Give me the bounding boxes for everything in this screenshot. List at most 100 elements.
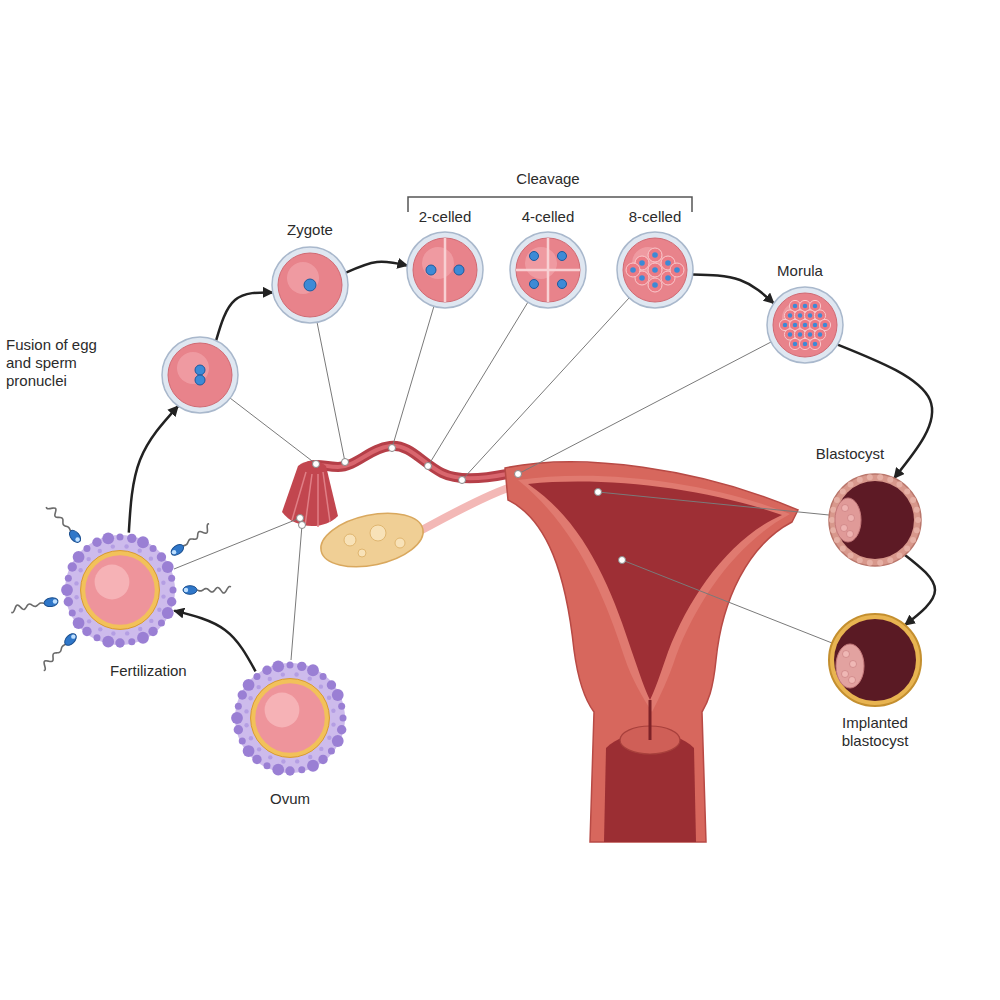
corona-cell [87, 619, 91, 623]
corona-cell [167, 597, 176, 606]
corona-cell [244, 709, 248, 713]
nucleus [652, 252, 658, 258]
inner-cell [850, 661, 857, 668]
sperm-acrosome [53, 599, 57, 603]
corona-cell [248, 696, 252, 700]
fallopian-tube-highlight [310, 446, 507, 479]
corona-cell [244, 723, 248, 727]
corona-cell [257, 747, 261, 751]
stage-label: Zygote [250, 221, 370, 239]
trophoblast-cell [904, 546, 910, 552]
stage-arrow [216, 292, 273, 340]
corona-cell [102, 532, 114, 544]
trophoblast-cell [867, 560, 873, 566]
corona-cell [137, 536, 149, 548]
blastomere [670, 263, 684, 277]
corona-cell [64, 597, 73, 606]
label-box: Cleavage [498, 170, 598, 188]
ovarian-follicle [358, 549, 366, 557]
trophoblast-cell [830, 527, 836, 533]
trophoblast-cell [904, 488, 910, 494]
trophoblast-cell [914, 507, 920, 513]
sperm-tail [197, 586, 231, 593]
blastomere [648, 278, 662, 292]
location-dot [515, 471, 522, 478]
stage-label: Morula [750, 262, 850, 280]
ovarian-follicle [344, 534, 356, 546]
corona-cell [319, 684, 323, 688]
corona-cell [125, 631, 129, 635]
corona-cell [331, 709, 335, 713]
stage-circle [767, 287, 843, 363]
cell-body [168, 343, 232, 407]
trophoblast-cell [840, 488, 846, 494]
corona-cell [102, 636, 114, 648]
corona-cell [149, 619, 153, 623]
corona-cell [79, 608, 83, 612]
nucleus [788, 332, 792, 336]
stage-circle [62, 532, 178, 648]
leader-line [598, 492, 829, 515]
corona-cell [73, 551, 85, 563]
endometrium [518, 476, 790, 712]
cell-halo [767, 287, 843, 363]
trophoblast-cell [867, 474, 873, 480]
corona-cell [308, 755, 312, 759]
stage-group-label: Cleavage [498, 170, 598, 188]
cell-body [623, 238, 687, 302]
stage-circle [407, 232, 483, 308]
corona-cell [148, 627, 157, 636]
corona-cell [332, 735, 344, 747]
fimbria-gap [305, 474, 312, 526]
corona-cell [94, 634, 101, 641]
nucleus [558, 252, 567, 261]
stage-label: 8-celled [605, 208, 705, 226]
corona-cell [340, 715, 347, 722]
stage-label: 2-celled [395, 208, 495, 226]
nucleus [818, 313, 822, 317]
nucleus [823, 323, 827, 327]
corona-cell [137, 548, 141, 552]
zona-pellucida [251, 679, 330, 758]
corona-cell [287, 662, 294, 669]
label-box: Blastocyst [800, 445, 900, 463]
label-box: Ovum [240, 790, 340, 808]
stage-circle [162, 337, 238, 413]
leader-line [174, 518, 300, 569]
corona-cell [272, 660, 284, 672]
inner-cell [842, 671, 849, 678]
corona-halo [65, 535, 175, 645]
nucleus [813, 323, 817, 327]
ovarian-ligament [418, 488, 508, 532]
location-dot [595, 489, 602, 496]
corona-cell [158, 620, 165, 627]
inner-cell [842, 505, 849, 512]
nucleus [798, 332, 802, 336]
corona-cell [138, 627, 142, 631]
uterine-cavity [528, 482, 782, 700]
cleavage-furrow [444, 238, 447, 302]
blastomere [809, 338, 820, 349]
trophoblast-cell [829, 517, 835, 523]
ovarian-follicle [370, 525, 386, 541]
corona-cell [161, 594, 165, 598]
stage-node: Blastocyst [829, 474, 921, 566]
trophoblast-cell [914, 527, 920, 533]
stage-label: 4-celled [498, 208, 598, 226]
leader-line [518, 342, 771, 474]
cell-highlight [525, 247, 557, 279]
location-dot [297, 515, 304, 522]
leader-line [230, 398, 316, 464]
inner-cell [848, 515, 855, 522]
sperm-head [169, 542, 185, 557]
nucleus [530, 252, 539, 261]
implanted-wall [829, 614, 921, 706]
cell-body [413, 238, 477, 302]
label-box: 8-celled [605, 208, 705, 226]
corona-cell [74, 581, 78, 585]
label-box: Fertilization [110, 662, 220, 680]
stage-label: Fertilization [110, 662, 220, 680]
sperm-tail [183, 524, 209, 546]
corona-cell [78, 568, 82, 572]
stage-circle [829, 614, 921, 706]
